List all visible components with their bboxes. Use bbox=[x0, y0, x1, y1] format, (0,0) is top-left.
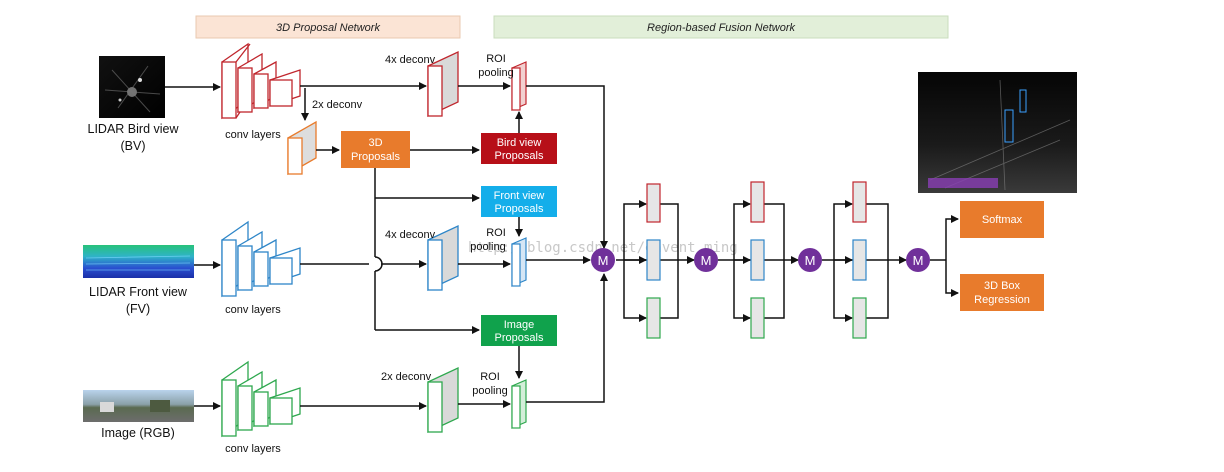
merge-node-4: M bbox=[906, 248, 930, 272]
rgb-conv-stack bbox=[221, 360, 301, 438]
proposal-connectors bbox=[165, 82, 608, 410]
rgb-roi-feature bbox=[511, 379, 527, 429]
svg-text:Bird view: Bird view bbox=[497, 137, 542, 149]
fusion-block-1 bbox=[646, 183, 661, 339]
fusion-block-3 bbox=[852, 181, 867, 339]
bird-view-image bbox=[99, 56, 165, 118]
fusion-network-title: Region-based Fusion Network bbox=[647, 22, 795, 34]
front-view-image bbox=[83, 245, 194, 278]
svg-text:M: M bbox=[701, 253, 712, 268]
3d-box-regression-box: 3D Box Regression bbox=[960, 274, 1044, 311]
bv-conv-label: conv layers bbox=[225, 129, 281, 141]
bv-2x-deconv-label: 2x deconv bbox=[312, 99, 363, 111]
merge-node-1: M bbox=[591, 248, 615, 272]
image-proposals-box: Image Proposals bbox=[481, 315, 557, 346]
svg-text:Softmax: Softmax bbox=[982, 214, 1023, 226]
front-view-proposals-box: Front view Proposals bbox=[481, 186, 557, 217]
rgb-image bbox=[83, 390, 194, 422]
fv-roi-feature bbox=[511, 237, 527, 287]
svg-text:Front view: Front view bbox=[494, 190, 545, 202]
svg-text:Regression: Regression bbox=[974, 294, 1030, 306]
fv-label-line1: LIDAR Front view bbox=[89, 285, 188, 299]
fv-roi-label-line2: pooling bbox=[470, 241, 505, 253]
fv-conv-stack bbox=[221, 220, 301, 298]
rgb-roi-label-line2: pooling bbox=[472, 385, 507, 397]
fv-roi-label-line1: ROI bbox=[486, 227, 506, 239]
svg-text:M: M bbox=[913, 253, 924, 268]
bird-view-proposals-box: Bird view Proposals bbox=[481, 133, 557, 164]
svg-text:3D: 3D bbox=[368, 137, 382, 149]
proposal-network-title: 3D Proposal Network bbox=[276, 22, 380, 34]
bv-label-line1: LIDAR Bird view bbox=[88, 122, 180, 136]
svg-text:Proposals: Proposals bbox=[495, 203, 544, 215]
bv-roi-feature bbox=[511, 61, 527, 111]
rgb-2x-deconv-block bbox=[427, 366, 459, 434]
bv-roi-label-line2: pooling bbox=[478, 67, 513, 79]
merge-node-2: M bbox=[694, 248, 718, 272]
bv-4x-deconv-block bbox=[427, 50, 459, 118]
proposal-network-header: 3D Proposal Network bbox=[195, 15, 461, 39]
bv-2x-deconv-block bbox=[287, 120, 317, 176]
svg-text:3D Box: 3D Box bbox=[984, 280, 1021, 292]
3d-proposals-box: 3D Proposals bbox=[341, 131, 410, 168]
svg-text:Image: Image bbox=[504, 319, 535, 331]
fv-conv-label: conv layers bbox=[225, 304, 281, 316]
bv-label-line2: (BV) bbox=[121, 139, 146, 153]
output-3d-detection-image bbox=[918, 72, 1077, 193]
svg-text:M: M bbox=[598, 253, 609, 268]
rgb-conv-label: conv layers bbox=[225, 443, 281, 455]
rgb-2x-deconv-label: 2x deconv bbox=[381, 371, 432, 383]
bv-conv-stack bbox=[221, 42, 301, 120]
softmax-box: Softmax bbox=[960, 201, 1044, 238]
rgb-roi-label-line1: ROI bbox=[480, 371, 500, 383]
fusion-connectors bbox=[616, 200, 959, 322]
fusion-block-2 bbox=[750, 181, 765, 339]
svg-text:Proposals: Proposals bbox=[495, 332, 544, 344]
fv-label-line2: (FV) bbox=[126, 302, 150, 316]
fv-4x-deconv-label: 4x deconv bbox=[385, 229, 436, 241]
rgb-label: Image (RGB) bbox=[101, 426, 175, 440]
bv-roi-label-line1: ROI bbox=[486, 53, 506, 65]
fusion-network-header: Region-based Fusion Network bbox=[493, 15, 949, 39]
svg-text:Proposals: Proposals bbox=[495, 150, 544, 162]
svg-text:Proposals: Proposals bbox=[351, 151, 400, 163]
svg-text:M: M bbox=[805, 253, 816, 268]
merge-node-3: M bbox=[798, 248, 822, 272]
fv-4x-deconv-block bbox=[427, 224, 459, 292]
bv-4x-deconv-label: 4x deconv bbox=[385, 54, 436, 66]
